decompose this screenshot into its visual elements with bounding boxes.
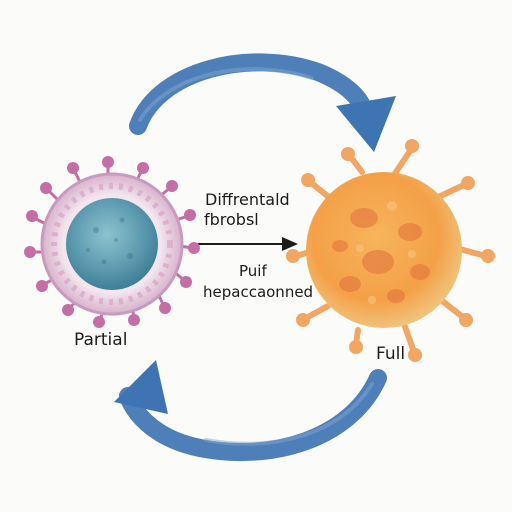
center-arrow-icon	[198, 237, 298, 251]
center-top-label-line-1: Diffrentald	[205, 190, 290, 209]
top-curved-arrow-icon	[129, 53, 396, 152]
full-cell	[286, 139, 495, 362]
center-bottom-label-line-2: hepaccaonned	[203, 283, 314, 301]
center-top-label-line-2: fbrobsl	[204, 210, 259, 229]
partial-cell	[24, 156, 200, 328]
center-bottom-label-line-1: Puif	[239, 262, 267, 280]
partial-cell-label: Partial	[74, 330, 128, 350]
bottom-curved-arrow-icon	[114, 360, 387, 462]
full-cell-label: Full	[376, 344, 406, 364]
